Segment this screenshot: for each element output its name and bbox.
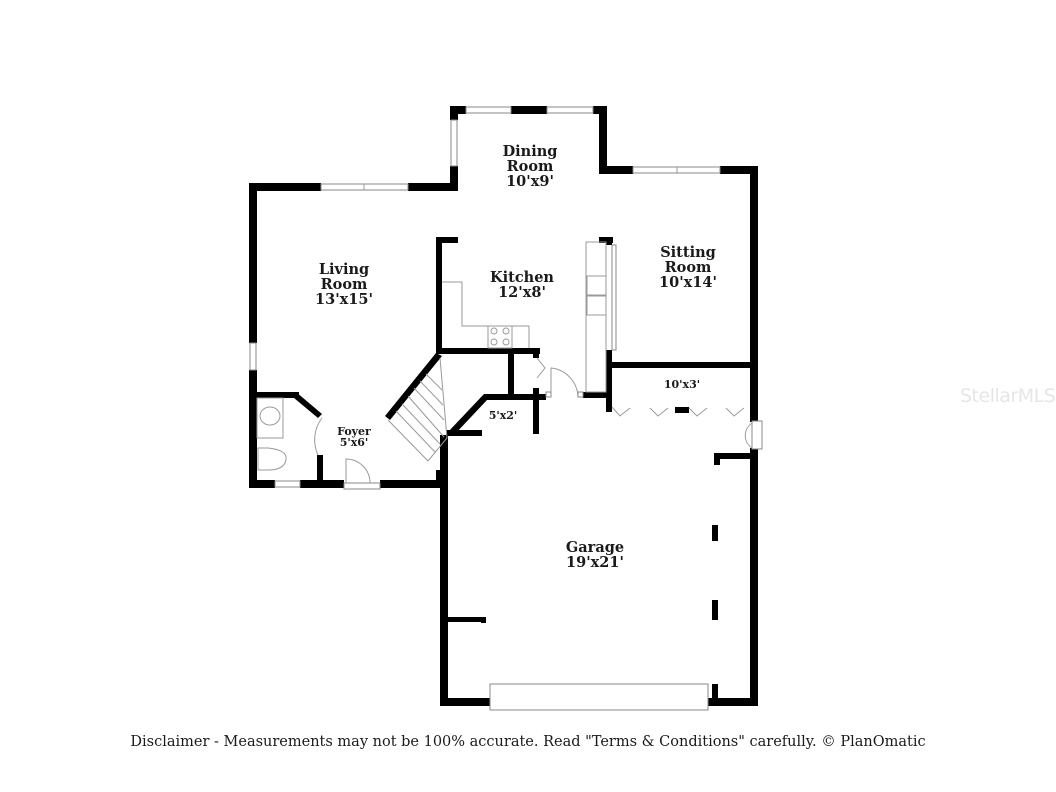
- room-dims-dining: 10'x9': [506, 173, 554, 190]
- room-name-living-2: Room: [321, 276, 368, 293]
- room-dims-foyer: 5'x6': [340, 436, 369, 449]
- room-name-foyer: Foyer: [337, 425, 371, 438]
- room-dims-closet: 5'x2': [489, 409, 518, 422]
- room-name-sitting-2: Room: [665, 259, 712, 276]
- room-name-dining-2: Room: [507, 158, 554, 175]
- interior-walls: [257, 237, 756, 700]
- watermark: StellarMLS: [960, 385, 1056, 407]
- room-dims-kitchen: 12'x8': [498, 284, 546, 301]
- disclaimer: Disclaimer - Measurements may not be 100…: [130, 734, 926, 750]
- walls: [249, 106, 758, 706]
- room-dims-sitting: 10'x14': [659, 274, 717, 291]
- fixtures: [256, 241, 607, 471]
- room-dims-garage: 19'x21': [566, 554, 624, 571]
- room-name-kitchen: Kitchen: [490, 269, 554, 286]
- stairs-icon: [387, 357, 448, 462]
- room-labels: Dining Room 10'x9' Living Room 13'x15' K…: [315, 143, 717, 571]
- room-name-living: Living: [319, 261, 369, 278]
- kitchen-sink-icon: [586, 275, 607, 316]
- room-name-garage: Garage: [566, 539, 624, 556]
- kitchen-counter-icon: [442, 241, 607, 393]
- bathroom-fixtures-icon: [256, 397, 287, 471]
- room-name-sitting: Sitting: [660, 244, 716, 261]
- doors: [314, 357, 763, 711]
- windows: [249, 106, 721, 488]
- room-dims-utility: 10'x3': [664, 378, 700, 391]
- room-dims-living: 13'x15': [315, 291, 373, 308]
- room-name-dining: Dining: [503, 143, 558, 160]
